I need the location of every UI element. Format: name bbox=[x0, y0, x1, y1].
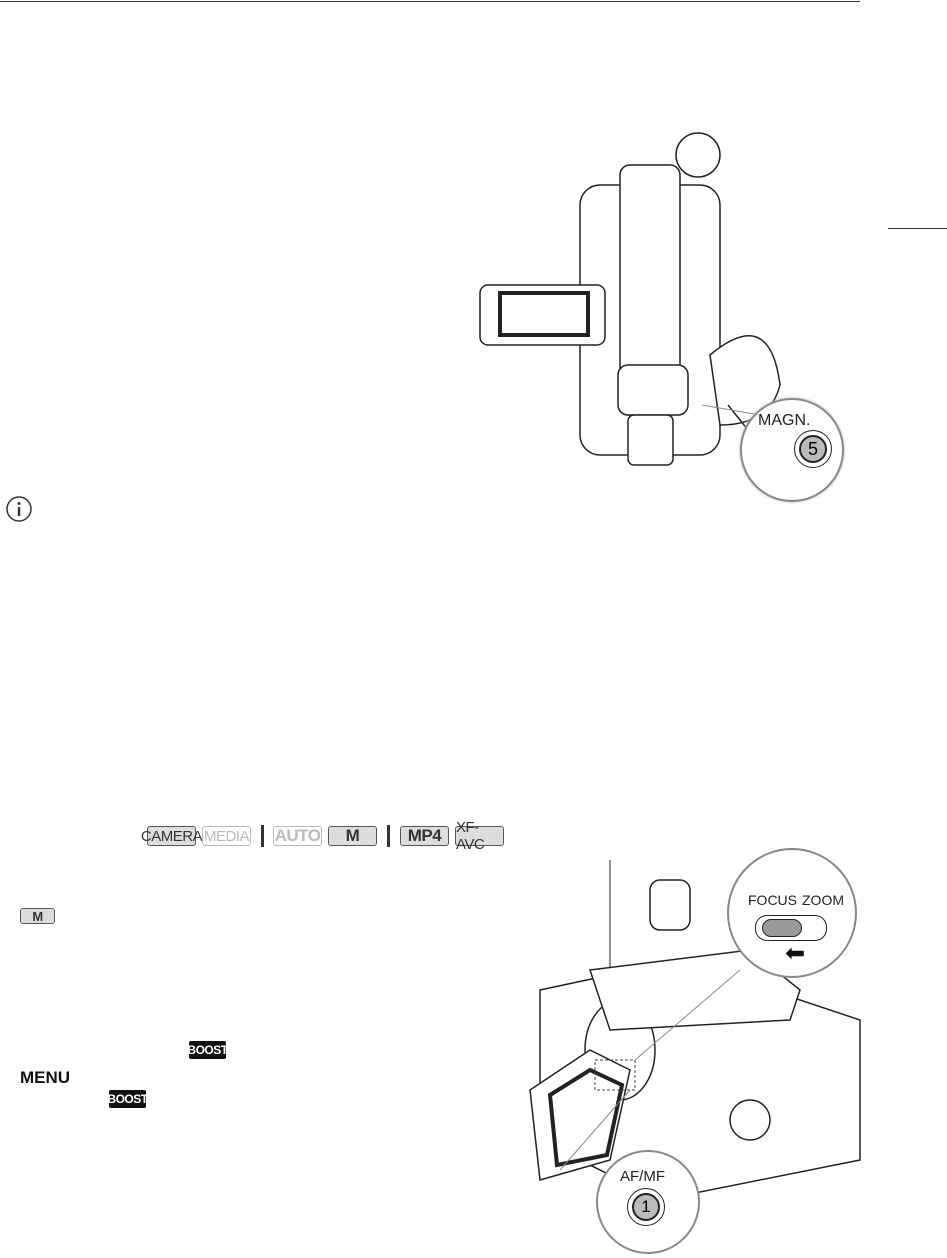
badge-mp4: MP4 bbox=[400, 826, 449, 846]
badge-auto: AUTO bbox=[273, 826, 322, 846]
magn-button-5: 5 bbox=[794, 430, 832, 468]
menu-icon: MENU bbox=[20, 1068, 71, 1087]
focus-zoom-switch[interactable] bbox=[755, 915, 827, 941]
afmf-label: AF/MF bbox=[620, 1168, 665, 1185]
info-icon bbox=[6, 496, 32, 522]
badge-m: M bbox=[328, 826, 377, 846]
mode-m-icon: M bbox=[20, 908, 55, 924]
arrow-left-icon: ⬅ bbox=[785, 940, 806, 967]
badge-media: MEDIA bbox=[202, 826, 251, 846]
boost-icon: BOOST bbox=[107, 1090, 148, 1108]
header-rule bbox=[0, 1, 860, 2]
badge-separator bbox=[261, 825, 264, 847]
afmf-callout bbox=[596, 1150, 700, 1254]
badge-camera: CAMERA bbox=[140, 826, 203, 846]
camera-illustration-top bbox=[479, 132, 781, 466]
afmf-button-1: 1 bbox=[627, 1188, 665, 1226]
afmf-button-number: 1 bbox=[632, 1193, 660, 1221]
camera-illustration-bottom bbox=[529, 860, 861, 1201]
badge-xf-avc: XF-AVC bbox=[455, 819, 504, 853]
magn-button-number: 5 bbox=[799, 435, 827, 463]
focus-zoom-callout bbox=[727, 848, 857, 978]
badge-separator bbox=[387, 825, 390, 847]
magn-label: MAGN. bbox=[758, 412, 811, 429]
zoom-label: ZOOM bbox=[802, 892, 844, 908]
side-tab-rule bbox=[888, 228, 947, 229]
boost-icon: BOOST bbox=[187, 1041, 228, 1059]
focus-label: FOCUS bbox=[748, 892, 797, 908]
switch-knob[interactable] bbox=[762, 919, 802, 937]
